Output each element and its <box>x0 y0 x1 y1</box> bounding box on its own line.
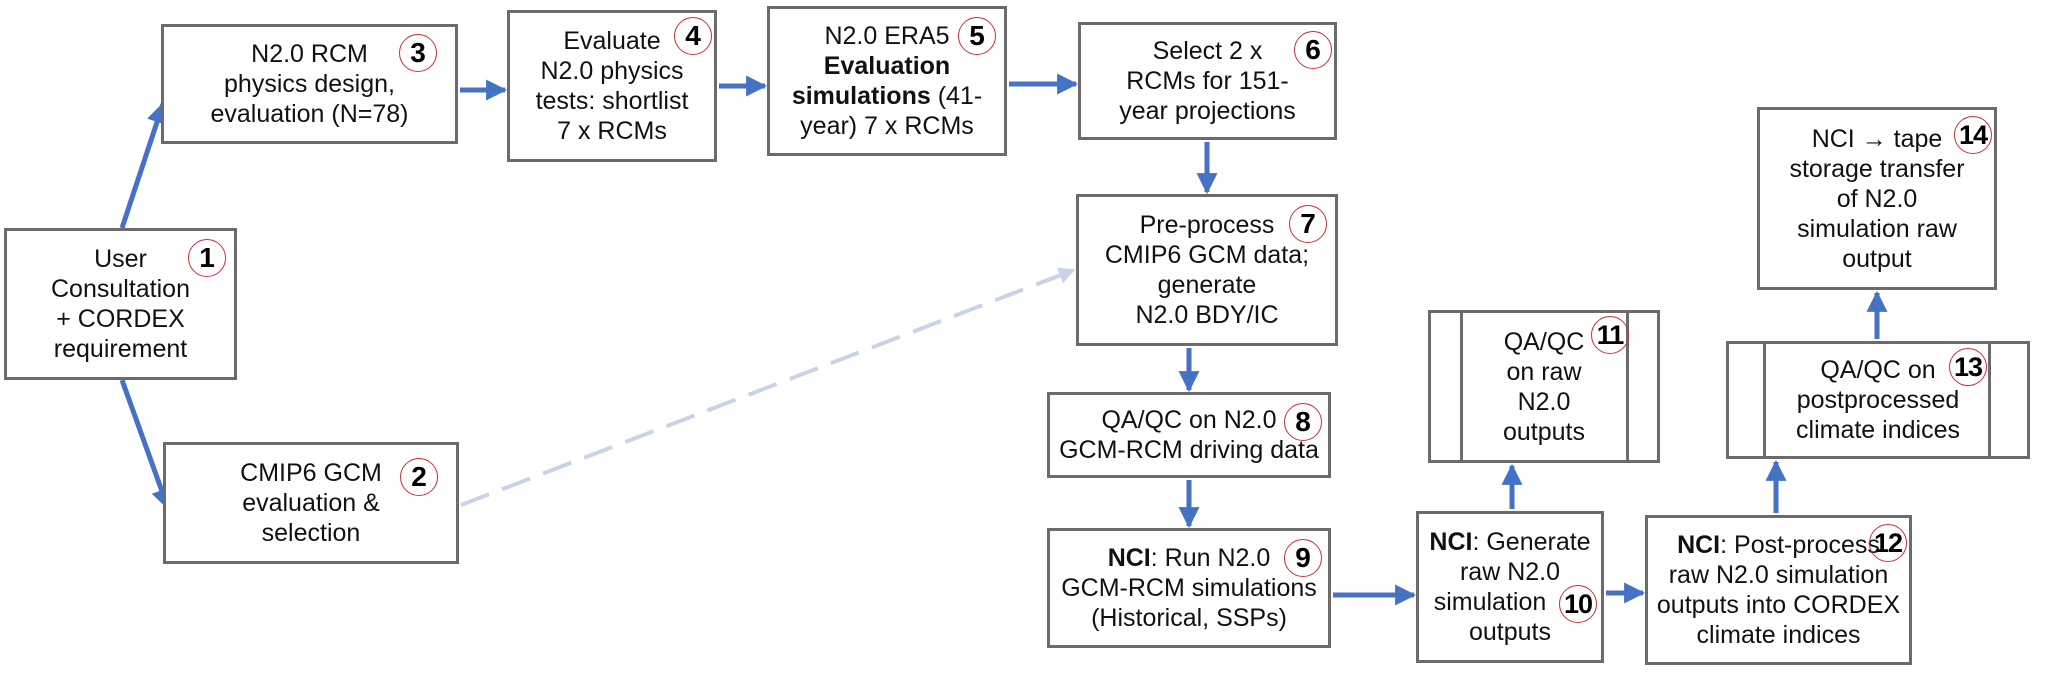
arrow-step-1-to-2 <box>119 379 172 510</box>
step-number-badge: 5 <box>958 17 996 55</box>
step-6-line-1: Select 2 x <box>1152 37 1263 65</box>
step-12-bold-nci: NCI <box>1677 531 1721 559</box>
step-4-line-4: 7 x RCMs <box>557 117 667 145</box>
arrow-step-2-to-7 <box>460 267 1076 507</box>
step-4-line-3: tests: shortlist <box>535 87 689 115</box>
step-1-line-2: Consultation <box>51 275 190 303</box>
step-1-user-consultation: User Consultation + CORDEX requirement 1 <box>4 228 237 380</box>
step-4-line-2: N2.0 physics <box>540 57 684 85</box>
step-number-badge: 11 <box>1591 316 1629 354</box>
step-2-line-1: CMIP6 GCM <box>240 459 382 487</box>
step-12-line-3: outputs into CORDEX <box>1656 591 1901 619</box>
step-10-line-2: raw N2.0 <box>1459 558 1561 586</box>
step-number-badge: 3 <box>399 34 437 72</box>
step-10-line-4: outputs <box>1468 618 1551 646</box>
step-14-line-1: NCI → tape <box>1811 124 1943 153</box>
step-12-line-1-rest: : Post-process <box>1720 531 1880 559</box>
step-10-bold-nci: NCI <box>1429 528 1473 556</box>
step-9-bold-nci: NCI <box>1107 544 1151 572</box>
step-10-line-1-rest: : Generate <box>1472 528 1591 556</box>
step-9-line-1-rest: : Run N2.0 <box>1150 544 1271 572</box>
right-divider <box>1626 313 1629 460</box>
step-7-line-2: CMIP6 GCM data; <box>1104 241 1310 269</box>
step-number-badge: 14 <box>1954 116 1992 154</box>
step-6-line-2: RCMs for 151- <box>1126 67 1289 95</box>
step-2-line-2: evaluation & <box>242 489 380 517</box>
step-3-line-1: N2.0 RCM <box>251 40 368 68</box>
arrow-step-1-to-3 <box>119 102 168 229</box>
step-14-line-3: of N2.0 <box>1836 184 1918 213</box>
step-5-line-1: N2.0 ERA5 <box>824 22 950 50</box>
step-12-postprocess-cordex: NCI: Post-process raw N2.0 simulation ou… <box>1645 515 1912 665</box>
step-5-bold-evaluation: Evaluation <box>823 52 951 80</box>
step-11-line-1: QA/QC <box>1503 327 1585 356</box>
step-3-line-3: evaluation (N=78) <box>210 100 409 128</box>
step-8-qaqc-driving-data: QA/QC on N2.0 GCM-RCM driving data 8 <box>1047 392 1331 478</box>
step-2-line-3: selection <box>261 519 361 547</box>
step-7-preprocess-cmip6: Pre-process CMIP6 GCM data; generate N2.… <box>1076 194 1338 346</box>
step-5-line-3-rest: (41- <box>930 82 983 110</box>
step-4-line-1: Evaluate <box>563 27 661 55</box>
step-10-generate-raw-outputs: NCI: Generate raw N2.0 simulation output… <box>1416 511 1604 663</box>
step-11-line-4: outputs <box>1502 417 1585 446</box>
step-9-line-3: (Historical, SSPs) <box>1091 604 1287 632</box>
step-5-line-4: year) 7 x RCMs <box>800 112 974 140</box>
step-7-line-1: Pre-process <box>1139 211 1275 239</box>
step-1-line-1: User <box>94 245 147 273</box>
step-14-tape-storage-transfer: NCI → tape storage transfer of N2.0 simu… <box>1757 107 1997 290</box>
step-2-cmip6-gcm-evaluation: CMIP6 GCM evaluation & selection 2 <box>163 442 459 564</box>
step-1-line-4: requirement <box>53 335 188 363</box>
step-number-badge: 9 <box>1284 539 1322 577</box>
step-11-qaqc-raw-outputs: QA/QC on raw N2.0 outputs 11 <box>1428 310 1660 463</box>
step-6-line-3: year projections <box>1119 97 1296 125</box>
step-number-badge: 7 <box>1289 205 1327 243</box>
step-number-badge: 4 <box>674 17 712 55</box>
step-8-line-2: GCM-RCM driving data <box>1059 436 1319 464</box>
step-5-bold-simulations: simulations <box>791 82 931 110</box>
step-9-line-1: NCI: Run N2.0 <box>1108 543 1271 573</box>
step-8-line-1: QA/QC on N2.0 <box>1101 406 1277 434</box>
step-number-badge: 10 <box>1559 585 1597 623</box>
step-12-line-2: raw N2.0 simulation <box>1668 561 1889 589</box>
step-1-line-3: + CORDEX <box>56 305 185 333</box>
step-10-line-3: simulation <box>1433 588 1547 616</box>
step-14-line-2: storage transfer <box>1789 154 1965 183</box>
step-10-line-1: NCI: Generate <box>1429 527 1590 557</box>
step-3-rcm-physics-design: N2.0 RCM physics design, evaluation (N=7… <box>161 24 458 144</box>
step-number-badge: 1 <box>188 239 226 277</box>
step-11-line-2: on raw <box>1506 357 1582 386</box>
step-5-line-3: simulations (41- <box>792 81 982 111</box>
step-14-line-5: output <box>1842 244 1912 273</box>
step-number-badge: 8 <box>1284 403 1322 441</box>
step-13-line-2: postprocessed <box>1796 386 1960 414</box>
step-12-line-1: NCI: Post-process <box>1677 530 1880 560</box>
step-14-line-4: simulation raw <box>1797 214 1957 243</box>
step-5-era5-evaluation-simulations: N2.0 ERA5 Evaluation simulations (41- ye… <box>767 6 1007 156</box>
step-7-line-4: N2.0 BDY/IC <box>1135 301 1279 329</box>
step-3-line-2: physics design, <box>224 70 395 98</box>
step-13-qaqc-climate-indices: QA/QC on postprocessed climate indices 1… <box>1726 341 2030 459</box>
left-divider <box>1763 344 1766 456</box>
step-number-badge: 13 <box>1949 348 1987 386</box>
step-11-line-3: N2.0 <box>1517 387 1571 416</box>
step-5-line-2: Evaluation <box>824 51 950 81</box>
step-7-line-3: generate <box>1157 271 1257 299</box>
step-number-badge: 12 <box>1869 524 1907 562</box>
step-4-evaluate-physics-tests: Evaluate N2.0 physics tests: shortlist 7… <box>507 10 717 162</box>
right-divider <box>1988 344 1991 456</box>
step-number-badge: 2 <box>400 458 438 496</box>
step-12-line-4: climate indices <box>1696 621 1861 649</box>
step-number-badge: 6 <box>1294 31 1332 69</box>
step-6-select-rcms: Select 2 x RCMs for 151- year projection… <box>1078 22 1337 140</box>
step-13-line-1: QA/QC on <box>1820 356 1936 384</box>
step-9-run-simulations: NCI: Run N2.0 GCM-RCM simulations (Histo… <box>1047 528 1331 648</box>
step-13-line-3: climate indices <box>1796 416 1960 444</box>
left-divider <box>1460 313 1463 460</box>
step-9-line-2: GCM-RCM simulations <box>1061 574 1317 602</box>
